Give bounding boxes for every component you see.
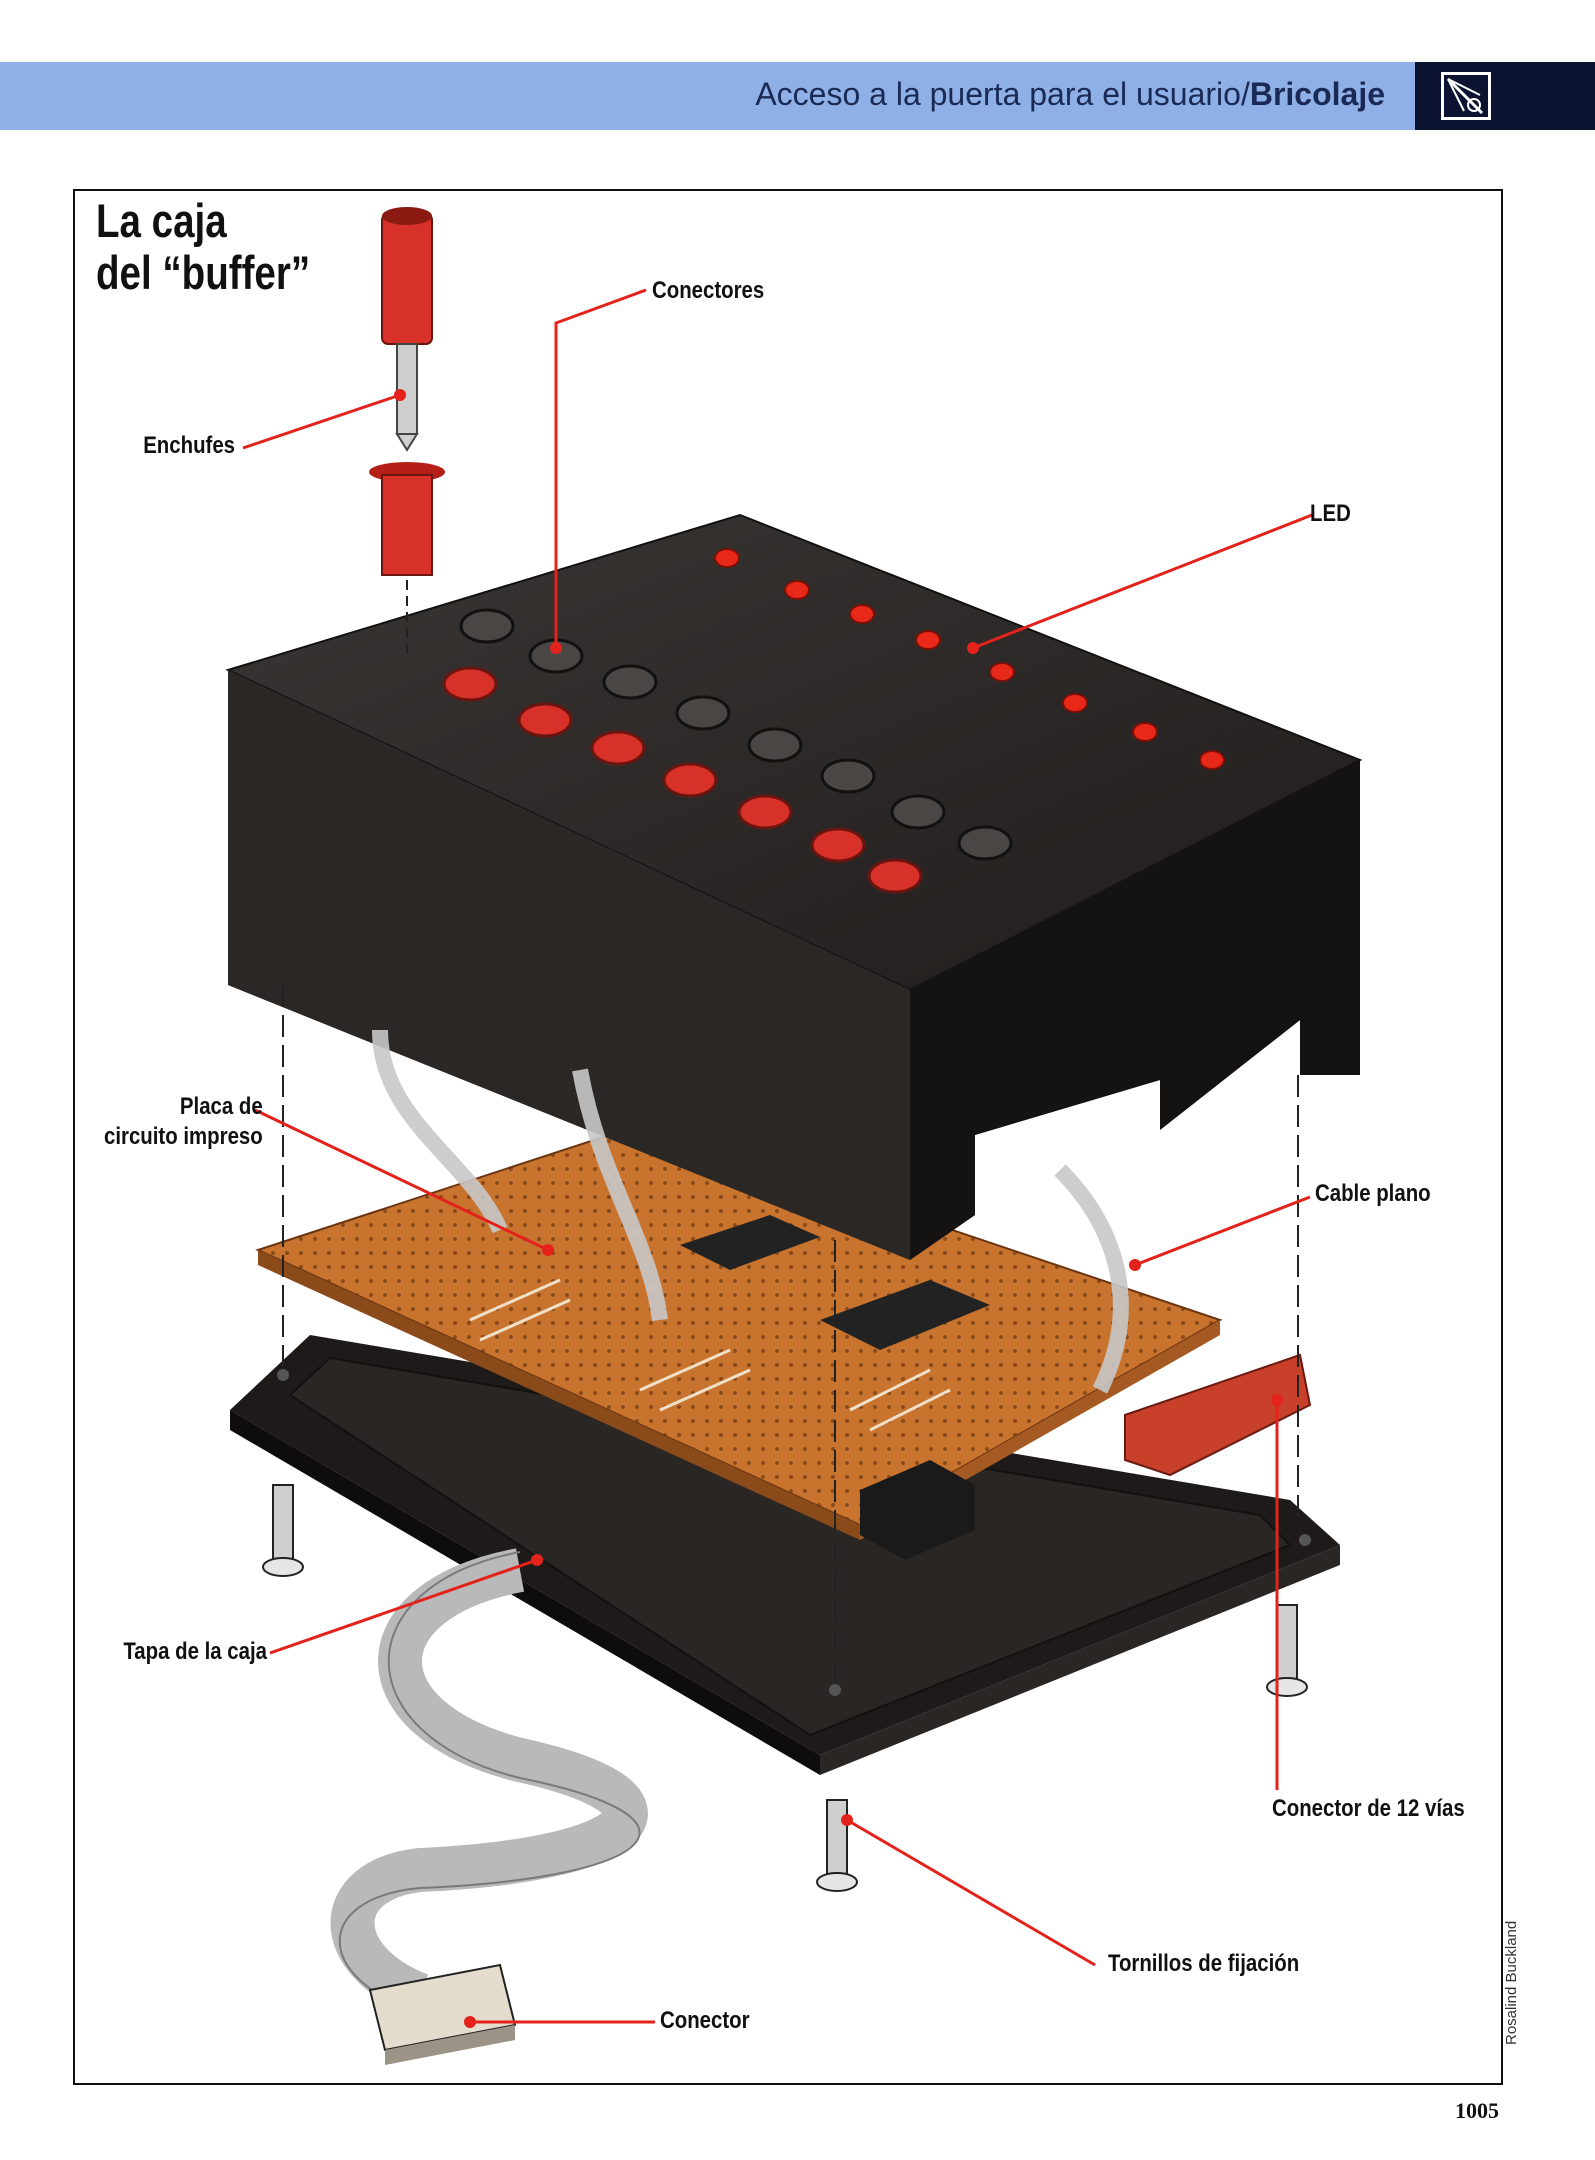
label-conector: Conector [660, 2007, 750, 2034]
banana-plug [369, 207, 445, 660]
drafting-tools-icon [1441, 72, 1491, 120]
fixing-screws [262, 1484, 1308, 1892]
connector-plug [368, 1963, 517, 2065]
label-tapa: Tapa de la caja [123, 1638, 267, 1665]
header-title: Acceso a la puerta para el usuario/Brico… [755, 76, 1385, 113]
illustration-frame [73, 189, 1503, 2085]
label-enchufes: Enchufes [143, 432, 235, 459]
label-cable-plano: Cable plano [1315, 1180, 1431, 1207]
diagram-title: La caja del “buffer” [96, 194, 311, 299]
illustrator-credit: Rosalind Buckland [1503, 1920, 1520, 2045]
header-band [0, 62, 1415, 130]
header-logo-block [1415, 62, 1595, 130]
label-conectores: Conectores [652, 277, 765, 304]
ribbon-cable [330, 1548, 648, 2016]
header-series: Bricolaje [1249, 76, 1385, 112]
leader-lines [242, 288, 1313, 2024]
case-lid [230, 1335, 1340, 1775]
label-placa: Placa de circuito impreso [104, 1093, 263, 1150]
page-number: 1005 [1455, 2098, 1499, 2123]
label-conector-12: Conector de 12 vías [1272, 1795, 1465, 1822]
sockets [442, 608, 1013, 894]
label-tornillos: Tornillos de fijación [1108, 1950, 1300, 1977]
leds [714, 548, 1225, 770]
header-section: Acceso a la puerta para el usuario/ [755, 76, 1250, 112]
label-led: LED [1310, 500, 1351, 527]
